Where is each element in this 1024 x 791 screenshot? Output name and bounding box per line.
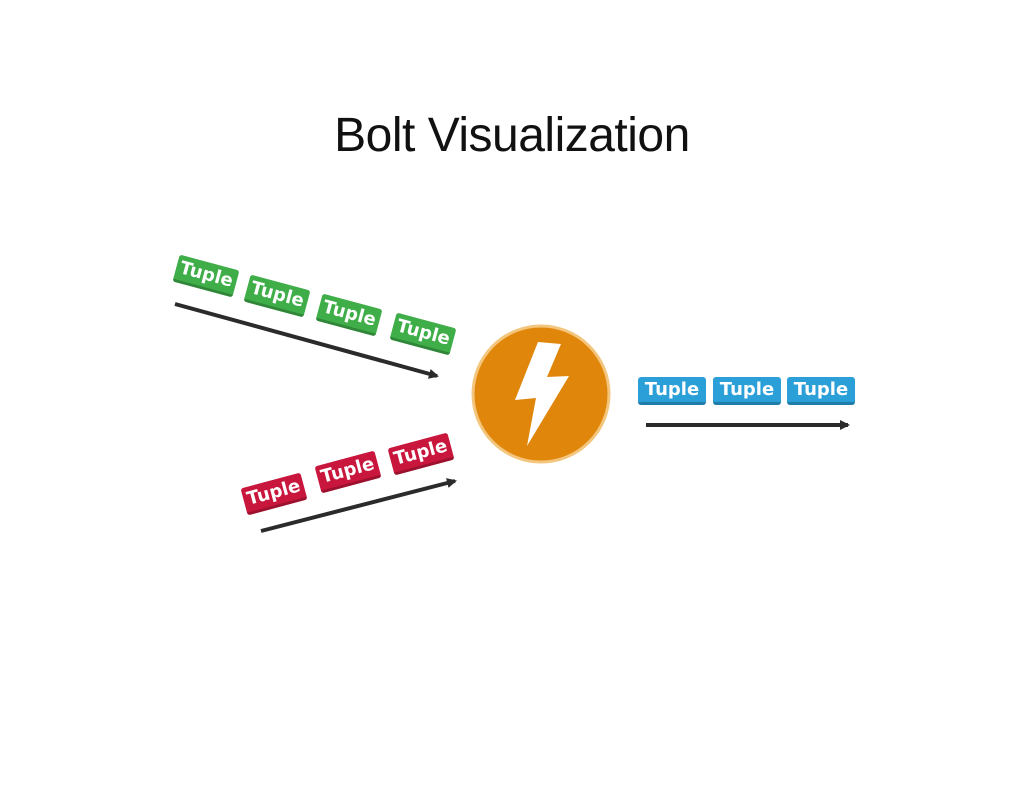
green-stream-arrow <box>174 302 439 379</box>
blue-tuple: Tuple <box>787 377 855 405</box>
blue-tuple: Tuple <box>638 377 706 405</box>
bolt-node <box>471 324 611 464</box>
lightning-bolt-icon <box>515 342 569 446</box>
red-stream-arrow <box>260 478 457 533</box>
page-title: Bolt Visualization <box>334 109 690 162</box>
blue-tuple: Tuple <box>713 377 781 405</box>
